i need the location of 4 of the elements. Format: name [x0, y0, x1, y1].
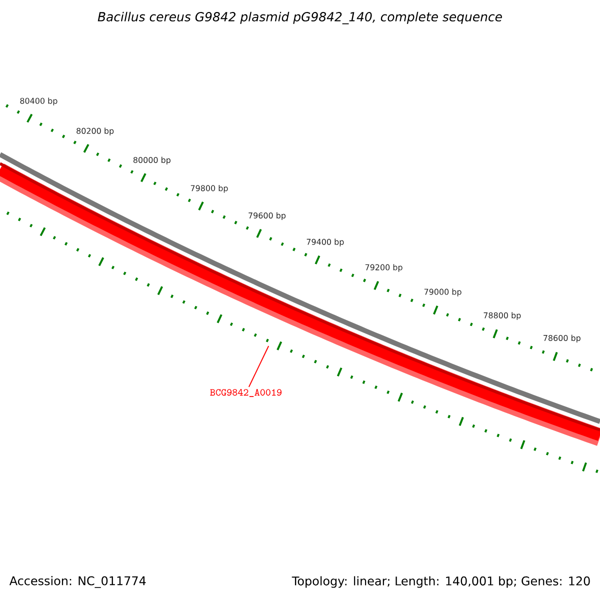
leader-line — [248, 345, 270, 388]
summary-text: Topology: linear; Length: 140,001 bp; Genes: 120 — [292, 576, 590, 588]
accession-text: Accession: NC_011774 — [9, 576, 146, 588]
title: Bacillus cereus G9842 plasmid pG9842_140, complete sequence — [98, 12, 502, 24]
